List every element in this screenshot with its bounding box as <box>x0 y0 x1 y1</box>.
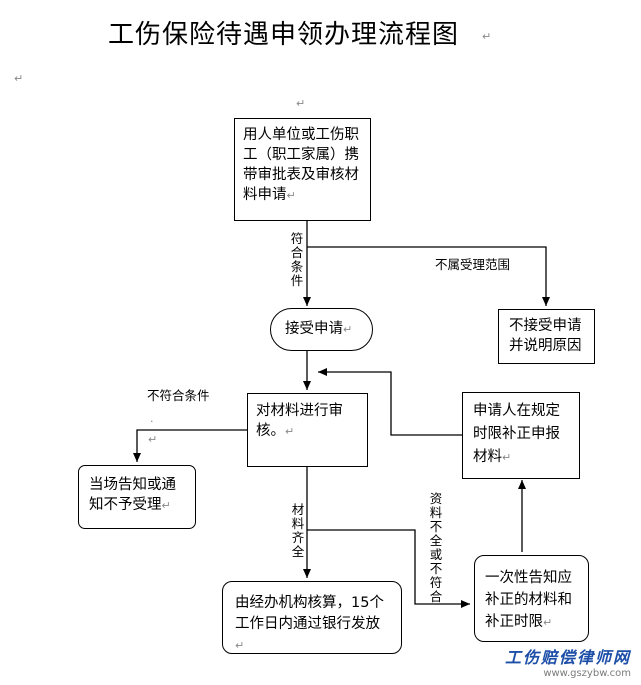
node-review: 对材料进行审核。↵ <box>247 393 368 467</box>
paragraph-mark-icon: ↵ <box>482 30 492 43</box>
paragraph-mark-icon: ↵ <box>148 433 158 446</box>
node-review-text: 对材料进行审核。 <box>256 403 343 439</box>
paragraph-mark-icon: ↵ <box>296 97 306 110</box>
node-onetime-text: 一次性告知应补正的材料和补正时限 <box>485 570 572 630</box>
node-accept: 接受申请↵ <box>270 308 373 351</box>
arrow-resubmit-to-review <box>318 368 462 436</box>
node-notify: 当场告知或通知不予受理↵ <box>78 465 196 529</box>
node-resubmit: 申请人在规定时限补正申报材料↵ <box>462 392 580 479</box>
edge-label-complete: 材料齐全 <box>291 502 305 559</box>
edge-label-qualified: 符合条件 <box>290 231 304 288</box>
watermark-url: www.gszybw.com <box>543 668 631 679</box>
node-pay-text: 由经办机构核算，15个工作日内通过银行发放 <box>235 595 384 632</box>
watermark-logo: 工伤赔偿律师网 <box>504 648 631 667</box>
node-applicant: 用人单位或工伤职工（职工家属）携带审批表及审核材料申请↵ <box>234 118 371 221</box>
node-reject: 不接受申请并说明原因 <box>498 309 595 364</box>
node-notify-text: 当场告知或通知不予受理 <box>89 477 176 513</box>
node-applicant-text: 用人单位或工伤职工（职工家属）携带审批表及审核材料申请 <box>243 127 359 203</box>
paragraph-mark-icon: ↵ <box>14 72 24 85</box>
edge-label-not-qualified: 不符合条件 <box>147 388 210 403</box>
node-pay: 由经办机构核算，15个工作日内通过银行发放↵ <box>222 581 402 654</box>
node-resubmit-text: 申请人在规定时限补正申报材料 <box>473 403 560 465</box>
node-accept-text: 接受申请 <box>285 321 343 337</box>
arrow-to-onetime <box>307 529 470 608</box>
site-watermark: 工伤赔偿律师网 www.gszybw.com <box>505 644 631 679</box>
arrow-review-to-notify <box>133 429 247 462</box>
node-reject-text: 不接受申请并说明原因 <box>509 318 582 354</box>
paragraph-mark-icon: . <box>150 412 154 425</box>
edge-label-out-of-scope: 不属受理范围 <box>435 257 511 272</box>
arrow-to-reject <box>307 246 550 306</box>
edge-label-incomplete: 资料不全或不符合 <box>429 491 443 604</box>
node-onetime: 一次性告知应补正的材料和补正时限↵ <box>474 555 589 642</box>
page-title: 工伤保险待遇申领办理流程图 <box>108 20 460 50</box>
